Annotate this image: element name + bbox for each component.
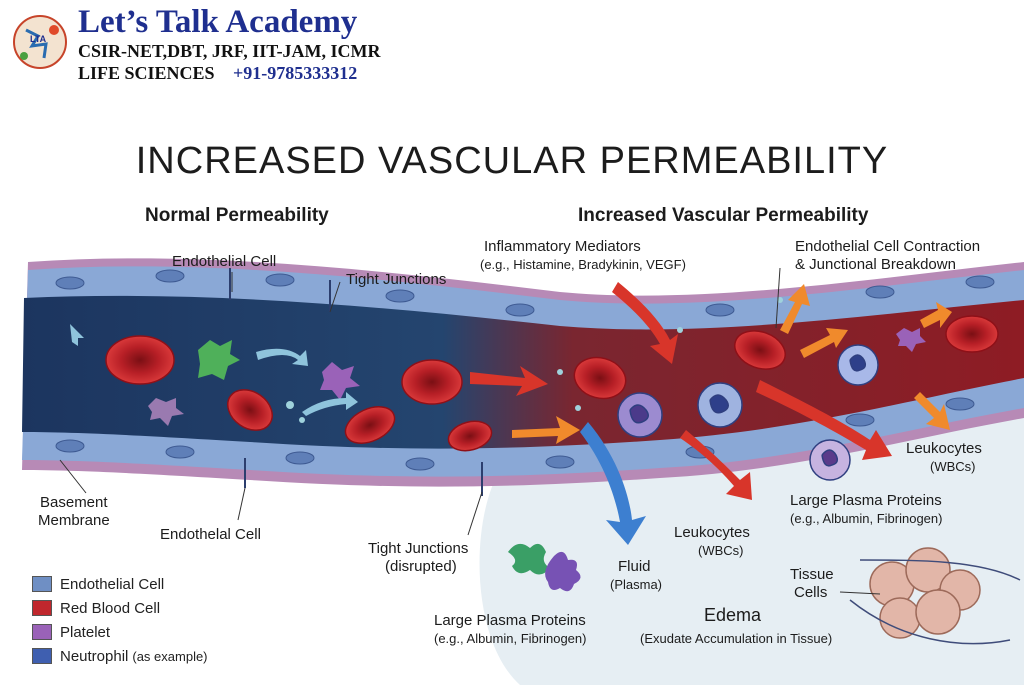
- label-proteins-right-1: Large Plasma Proteins: [790, 492, 942, 509]
- label-leukocytes-mid-2: (WBCs): [698, 543, 744, 558]
- label-fluid-2: (Plasma): [610, 577, 663, 592]
- legend-swatch-neutrophil: [32, 648, 52, 664]
- section-increased: Increased Vascular Permeability: [578, 205, 869, 226]
- legend-swatch-platelet: [32, 624, 52, 640]
- label-endothelial-cell-top: Endothelial Cell: [172, 253, 277, 270]
- label-proteins-right-2: (e.g., Albumin, Fibrinogen): [790, 511, 943, 526]
- label-leukocytes-right-2: (WBCs): [930, 459, 976, 474]
- legend-label: Red Blood Cell: [60, 599, 161, 617]
- leukocytes: [617, 344, 879, 481]
- page-title: INCREASED VASCULAR PERMEABILITY: [135, 140, 889, 182]
- brand-subject: LIFE SCIENCES: [78, 63, 215, 83]
- pointer-lines: [59, 267, 881, 595]
- label-fluid-1: Fluid: [618, 558, 651, 575]
- legend-item: Endothelial Cell: [32, 572, 208, 596]
- label-basement-2: Membrane: [38, 512, 110, 529]
- label-tissue-1: Tissue: [790, 566, 834, 583]
- tissue-cells: [869, 547, 981, 639]
- tissue-fibers: [849, 559, 1021, 645]
- label-tight-junctions-top: Tight Junctions: [346, 271, 447, 288]
- plasma-dots: [286, 297, 783, 423]
- legend-note: (as example): [132, 648, 208, 664]
- legend-item: Red Blood Cell: [32, 596, 208, 620]
- label-mediators-2: (e.g., Histamine, Bradykinin, VEGF): [480, 257, 686, 272]
- label-proteins-bottom-1: Large Plasma Proteins: [434, 612, 586, 629]
- plasma-proteins-bottom: [508, 543, 581, 592]
- legend-swatch-endothelial: [32, 576, 52, 592]
- label-endothelal-cell-bottom: Endothelal Cell: [160, 526, 261, 543]
- logo-icon: [13, 15, 67, 69]
- logo-text: LTA: [30, 34, 47, 44]
- label-edema-2: (Exudate Accumulation in Tissue): [640, 631, 833, 646]
- legend-label: Neutrophil: [60, 647, 129, 665]
- extravasation-arrows: [470, 282, 952, 545]
- tight-junction-marks: [229, 268, 483, 496]
- brand-subject-line: LIFE SCIENCES +91-9785333312: [78, 62, 458, 84]
- brand-exams: CSIR-NET,DBT, JRF, IIT-JAM, ICMR: [78, 41, 381, 61]
- label-contraction-2: & Junctional Breakdown: [795, 256, 956, 273]
- label-tissue-2: Cells: [794, 584, 828, 601]
- flow-arrows: [70, 324, 358, 416]
- legend-item: Neutrophil (as example): [32, 644, 208, 668]
- legend-label: Platelet: [60, 623, 111, 641]
- label-edema-1: Edema: [704, 605, 762, 625]
- label-basement-1: Basement: [40, 494, 108, 511]
- label-mediators-1: Inflammatory Mediators: [484, 238, 641, 255]
- label-tight-junctions-disrupted-2: (disrupted): [385, 558, 457, 575]
- brand-block: Let’s Talk Academy CSIR-NET,DBT, JRF, II…: [78, 4, 458, 84]
- platelets: [148, 328, 926, 426]
- label-leukocytes-mid-1: Leukocytes: [674, 524, 750, 541]
- brand-phone: +91-9785333312: [233, 63, 358, 83]
- legend-swatch-rbc: [32, 600, 52, 616]
- brand-title: Let’s Talk Academy: [78, 4, 358, 40]
- endothelial-cells-top: [55, 269, 995, 317]
- label-tight-junctions-disrupted-1: Tight Junctions: [368, 540, 469, 557]
- legend: Endothelial Cell Red Blood Cell Platelet…: [32, 572, 208, 668]
- legend-label: Endothelial Cell: [60, 575, 165, 593]
- red-blood-cells: [105, 315, 999, 452]
- section-normal: Normal Permeability: [145, 205, 329, 226]
- label-contraction-1: Endothelial Cell Contraction: [795, 238, 981, 255]
- label-leukocytes-right-1: Leukocytes: [906, 440, 982, 457]
- label-proteins-bottom-2: (e.g., Albumin, Fibrinogen): [434, 631, 587, 646]
- legend-item: Platelet: [32, 620, 208, 644]
